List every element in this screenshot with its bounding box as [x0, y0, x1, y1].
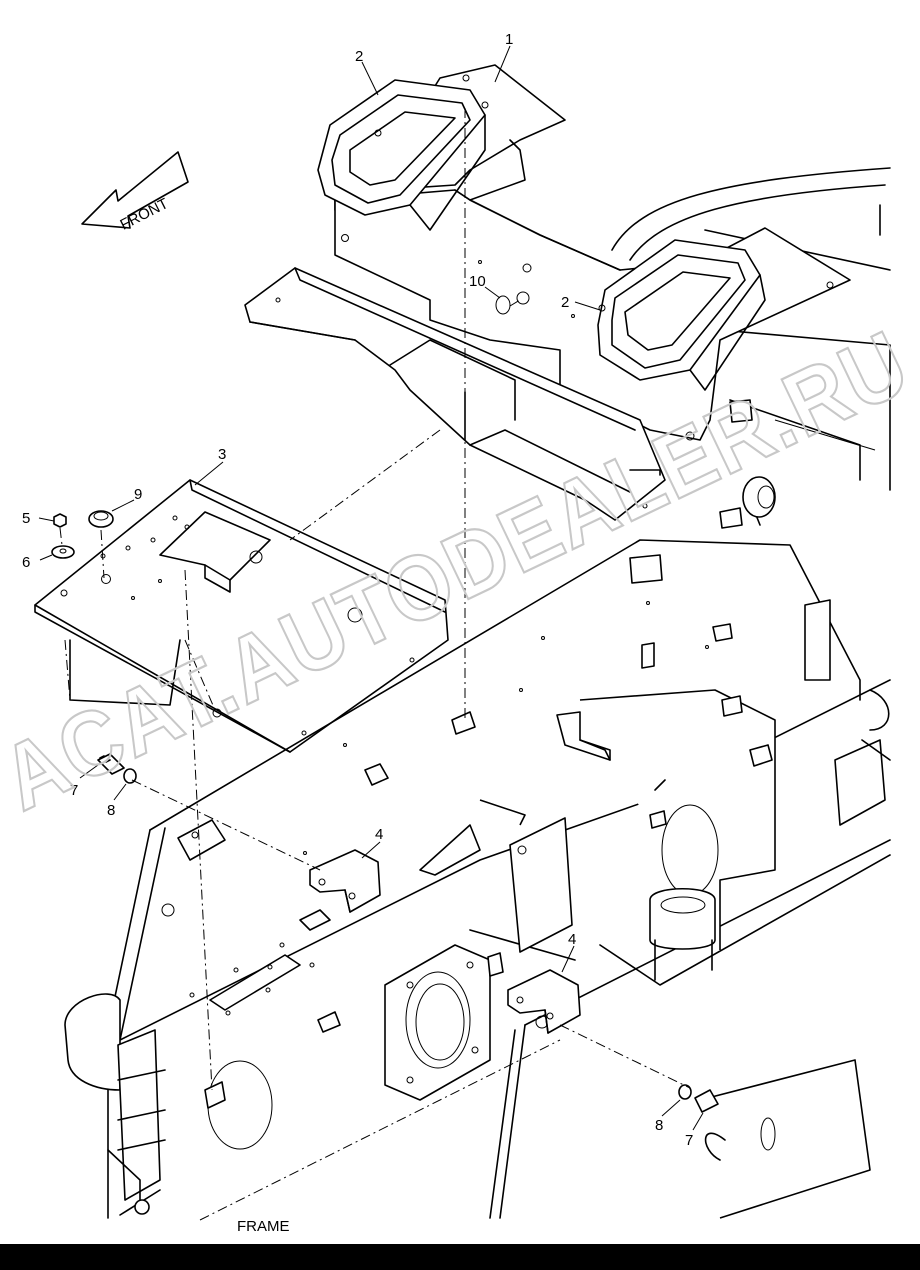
callout-7: 7 — [685, 1132, 693, 1149]
mount-plate — [384, 944, 491, 1101]
grommet-9 — [88, 510, 114, 528]
washer-6 — [51, 545, 75, 559]
callout-10: 10 — [469, 273, 486, 290]
callout-4: 4 — [375, 826, 383, 843]
bolt-5 — [53, 513, 67, 528]
callouts: 1 2 2 3 4 4 5 6 7 7 8 8 9 10 — [22, 31, 693, 1149]
callout-3: 3 — [218, 446, 226, 463]
callout-8: 8 — [655, 1117, 663, 1134]
mount-bracket-lower — [507, 969, 581, 1034]
handle-grip-right — [597, 239, 766, 391]
bottom-bar — [0, 1244, 920, 1270]
callout-9: 9 — [134, 486, 142, 503]
washer-8-left — [123, 768, 137, 784]
callout-2: 2 — [561, 294, 569, 311]
callout-4: 4 — [568, 931, 576, 948]
front-arrow: FRONT — [81, 151, 189, 234]
handle-grip-left — [317, 79, 486, 231]
front-arrow-label: FRONT — [117, 195, 171, 234]
callout-8: 8 — [107, 802, 115, 819]
leader-lines — [38, 45, 704, 1131]
inner-box — [556, 399, 831, 981]
callout-2: 2 — [355, 48, 363, 65]
right-details — [699, 476, 891, 1219]
cover-plate-3 — [34, 479, 449, 753]
cab-base-outline — [611, 167, 891, 491]
callout-6: 6 — [22, 554, 30, 571]
washer-8-right — [678, 1084, 692, 1100]
mount-bracket-upper — [309, 849, 381, 913]
grommet-10 — [495, 295, 511, 315]
callout-1: 1 — [505, 31, 513, 48]
bolt-7-right — [694, 1089, 719, 1113]
side-panel — [487, 817, 573, 977]
left-lower-structure — [64, 711, 526, 1216]
callout-7: 7 — [70, 782, 78, 799]
cross-member — [244, 267, 666, 521]
callout-5: 5 — [22, 510, 30, 527]
bolt-7-left — [97, 753, 125, 775]
alignment-lines — [59, 108, 691, 1091]
frame-label: FRAME — [237, 1218, 290, 1235]
